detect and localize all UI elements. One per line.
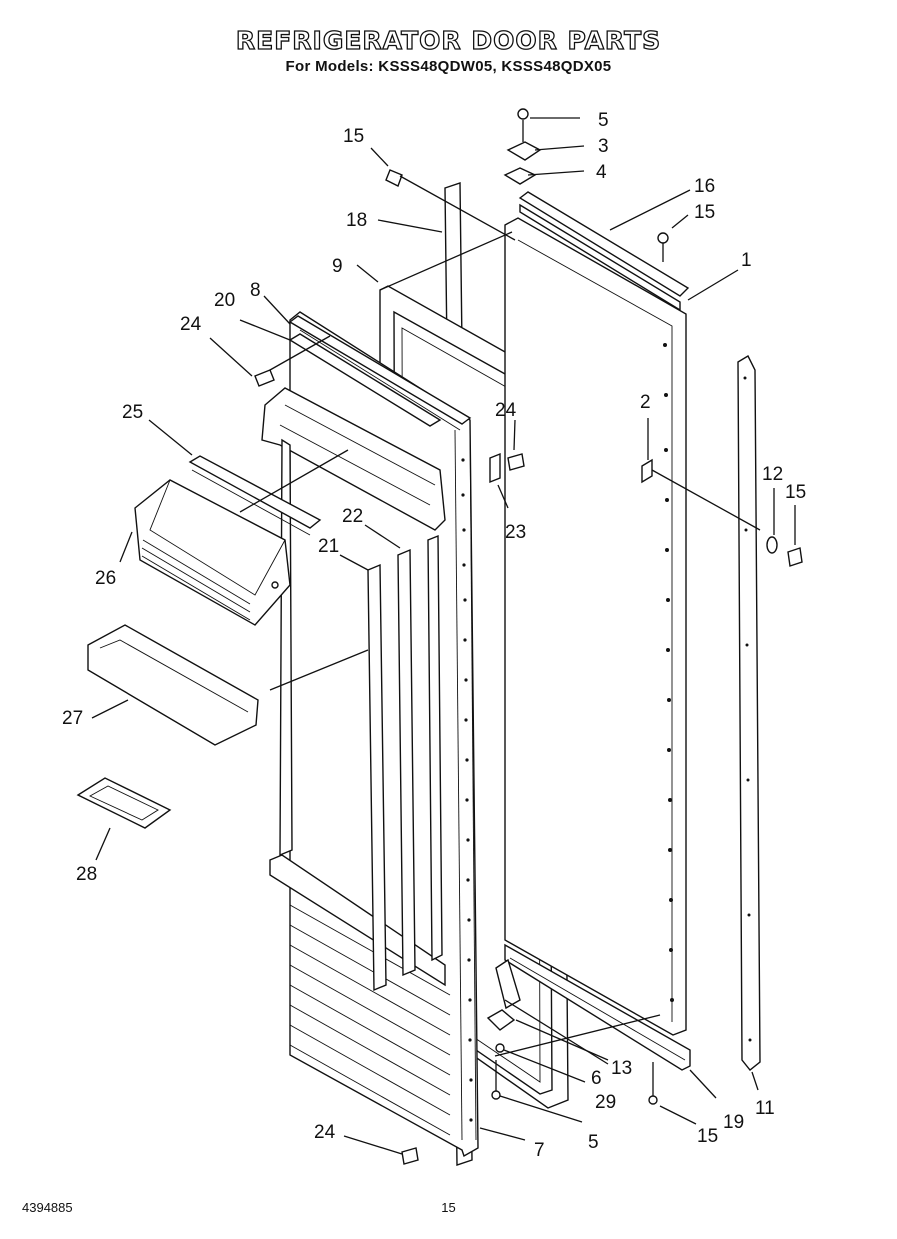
part-6-bottom-hinge (486, 1009, 516, 1031)
part-5-hinge-screw-bottom (491, 1060, 501, 1100)
callout-24: 24 (314, 1122, 336, 1143)
page-title: REFRIGERATOR DOOR PARTS (235, 25, 662, 55)
part-29-washer (495, 1043, 505, 1053)
part-15-screw-side (787, 547, 803, 567)
part-24-screw-upper (254, 369, 275, 387)
callout-9: 9 (332, 256, 343, 277)
callout-4: 4 (596, 162, 607, 183)
callout-27: 27 (62, 708, 83, 729)
callout-3: 3 (598, 136, 609, 157)
part-15-screw-top-left (385, 169, 403, 187)
part-12-washer (766, 536, 778, 554)
callout-24: 24 (180, 314, 202, 335)
callout-15: 15 (785, 482, 806, 503)
callout-labels: 5 3 4 15 16 15 18 9 1 8 20 24 25 24 2 12… (62, 110, 806, 1161)
part-5-hinge-screw-top (517, 108, 529, 142)
callout-26: 26 (95, 568, 116, 589)
callout-16: 16 (694, 176, 715, 197)
callout-20: 20 (214, 290, 235, 311)
part-15-screw-bottom (648, 1062, 658, 1105)
callout-1: 1 (741, 250, 752, 271)
part-2-clip (641, 458, 653, 484)
part-21-breaker-strip (367, 563, 387, 992)
callout-12: 12 (762, 464, 783, 485)
callout-8: 8 (250, 280, 261, 301)
callout-18: 18 (346, 210, 367, 231)
part-28-small-tray (76, 777, 172, 829)
callout-29: 29 (595, 1092, 616, 1113)
callout-2: 2 (640, 392, 651, 413)
callout-5: 5 (588, 1132, 599, 1153)
part-27-door-bin (87, 624, 259, 746)
callout-24: 24 (495, 400, 517, 421)
callout-21: 21 (318, 536, 339, 557)
part-24-screw-latch (507, 453, 525, 471)
callout-6: 6 (591, 1068, 602, 1089)
part-25-shelf-retainer (188, 455, 322, 536)
callout-23: 23 (505, 522, 526, 543)
callout-28: 28 (76, 864, 97, 885)
part-26-dairy-cover (134, 479, 291, 626)
callout-22: 22 (342, 506, 363, 527)
part-1-outer-door-panel (504, 217, 687, 1036)
callout-7: 7 (534, 1140, 545, 1161)
leader-lines (91, 117, 796, 1155)
part-11-side-channel (737, 355, 761, 1071)
callout-15: 15 (343, 126, 364, 147)
part-24-screw-bottom (401, 1147, 419, 1165)
part-8-top-strip (288, 315, 472, 425)
page-number: 15 (441, 1200, 456, 1215)
callout-19: 19 (723, 1112, 744, 1133)
callout-11: 11 (755, 1098, 775, 1119)
callout-13: 13 (611, 1058, 632, 1079)
part-3-top-hinge (506, 141, 542, 161)
part-23-latch-plate (489, 452, 501, 484)
part-22-breaker-strip (397, 534, 443, 977)
part-15-screw-top-right (657, 232, 669, 262)
callout-5: 5 (598, 110, 609, 131)
model-subtitle: For Models: KSSS48QDW05, KSSS48QDX05 (285, 58, 612, 75)
part-19-bottom-trim (504, 943, 691, 1071)
document-number: 4394885 (22, 1200, 73, 1215)
callout-25: 25 (122, 402, 143, 423)
part-20-top-trim (288, 333, 442, 427)
callout-15: 15 (697, 1126, 718, 1147)
part-13-bottom-hinge-bracket (495, 958, 521, 1010)
part-4-hinge-shim (503, 167, 537, 185)
part-16-top-trim (518, 191, 690, 312)
callout-15: 15 (694, 202, 715, 223)
